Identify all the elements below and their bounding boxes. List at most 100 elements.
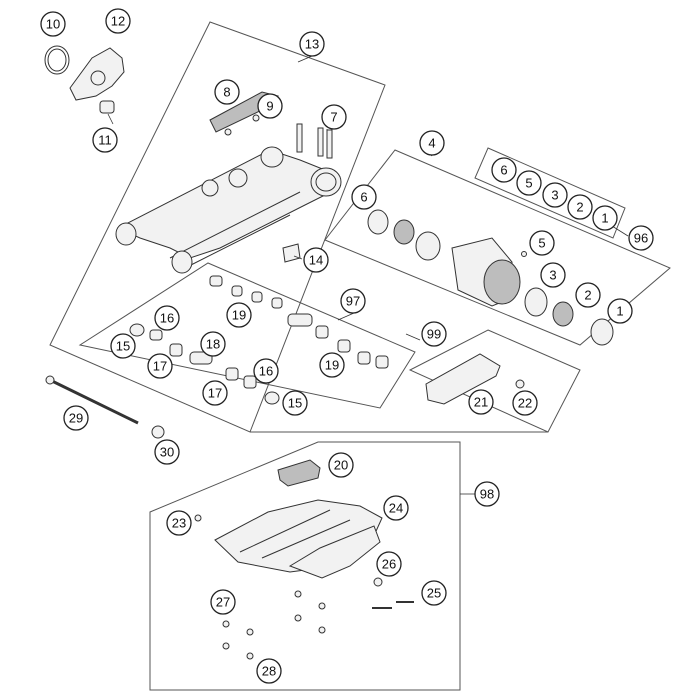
screw-27-part <box>318 602 326 610</box>
callout-19a: 19 <box>226 302 252 328</box>
bearing-kit-sleeve <box>375 355 389 369</box>
group-98-outline <box>149 441 461 691</box>
callout-96-2: 2 <box>567 194 593 220</box>
callout-17a-label: 17 <box>153 359 167 374</box>
callout-96-6-label: 6 <box>500 163 507 178</box>
callout-1: 1 <box>607 298 633 324</box>
group-97-outline <box>78 262 416 409</box>
group-4-outline <box>324 149 671 346</box>
callout-15a: 15 <box>110 333 136 359</box>
callout-12: 12 <box>105 8 131 34</box>
callout-96-1-label: 1 <box>601 211 608 226</box>
callout-7: 7 <box>321 104 347 130</box>
callout-18-label: 18 <box>206 337 220 352</box>
callout-97-label: 97 <box>346 294 360 309</box>
callout-99-label: 99 <box>427 327 441 342</box>
callout-3: 3 <box>540 262 566 288</box>
bearing-kit-sleeve <box>169 343 183 357</box>
callout-2: 2 <box>575 282 601 308</box>
callout-24-label: 24 <box>389 501 403 516</box>
swingarm-shock-mount <box>260 146 284 168</box>
bearing-kit-sleeve <box>149 329 163 341</box>
rubber-block-part <box>277 459 321 487</box>
callout-15a-label: 15 <box>116 339 130 354</box>
screw-28-part <box>246 628 254 636</box>
callout-5: 5 <box>529 230 555 256</box>
swingarm-axle-head <box>45 375 55 385</box>
callout-5-label: 5 <box>538 236 545 251</box>
bearing-kit-sleeve <box>231 285 243 297</box>
callout-3-label: 3 <box>549 268 556 283</box>
bearing-kit-sleeve <box>315 325 329 339</box>
swingarm-part <box>116 149 336 259</box>
chain-guide-nut-part <box>515 379 525 389</box>
swingarm-axle-part <box>49 378 139 425</box>
callout-27: 27 <box>210 589 236 615</box>
callout-23-label: 23 <box>172 516 186 531</box>
eccentric-2-part <box>552 301 574 327</box>
eccentric-6-part <box>367 209 389 235</box>
callout-9: 9 <box>257 93 283 119</box>
callout-96-1: 1 <box>592 205 618 231</box>
callout-16a: 16 <box>154 305 180 331</box>
callout-10: 10 <box>40 11 66 37</box>
callout-28: 28 <box>256 658 282 684</box>
screw-9b-part <box>224 128 232 136</box>
bearing-kit-sleeve <box>225 367 239 381</box>
bolt-7c-part <box>317 127 324 157</box>
callout-21: 21 <box>468 389 494 415</box>
eccentric-ring-part <box>415 231 441 261</box>
callout-16b-label: 16 <box>259 364 273 379</box>
callout-96-6: 6 <box>491 157 517 183</box>
callout-11: 11 <box>92 127 118 153</box>
callout-96-5-label: 5 <box>525 176 532 191</box>
callout-19b: 19 <box>319 352 345 378</box>
callout-22: 22 <box>512 390 538 416</box>
callout-18: 18 <box>200 331 226 357</box>
callout-23: 23 <box>166 510 192 536</box>
callout-24: 24 <box>383 495 409 521</box>
swingarm-eccentric-inner <box>315 172 337 192</box>
bearing-kit-sleeve <box>209 275 223 287</box>
callout-98-label: 98 <box>480 487 494 502</box>
eccentric-1-part <box>590 318 614 346</box>
group-96-outline <box>474 147 626 239</box>
callout-98: 98 <box>474 481 500 507</box>
bearing-kit-seal <box>129 323 145 337</box>
swingarm-eccentric-housing <box>310 167 342 197</box>
callout-6: 6 <box>351 184 377 210</box>
callout-96-3-label: 3 <box>551 188 558 203</box>
callout-12-label: 12 <box>111 14 125 29</box>
seal-ring-part <box>44 45 70 75</box>
bearing-kit-sleeve <box>243 375 257 389</box>
washer-26-part <box>373 577 383 587</box>
plate-hole <box>90 70 106 86</box>
seal-ring-inner <box>47 48 67 72</box>
callout-4-label: 4 <box>428 136 435 151</box>
callout-16b: 16 <box>253 358 279 384</box>
bearing-kit-tube <box>287 313 313 327</box>
washer-23-part <box>194 514 202 522</box>
swingarm-lower-arm <box>169 191 301 269</box>
bearing-kit-seal <box>264 391 280 405</box>
bearing-kit-sleeve <box>271 297 283 309</box>
swingarm-cross-tube <box>228 168 248 188</box>
eccentric-bearing-part <box>483 259 521 305</box>
callout-96-5: 5 <box>516 170 542 196</box>
screw-9-part <box>252 114 260 122</box>
callout-14-label: 14 <box>309 253 323 268</box>
screw-27-part <box>318 626 326 634</box>
callout-96-2-label: 2 <box>576 200 583 215</box>
eccentric-bearing-assembly <box>367 209 614 346</box>
callout-25-label: 25 <box>427 586 441 601</box>
callout-17b-label: 17 <box>208 386 222 401</box>
callout-4: 4 <box>419 130 445 156</box>
callout-26-label: 26 <box>382 557 396 572</box>
swingarm-cross-tube-2 <box>201 179 219 197</box>
bolt-7b-part <box>326 129 333 159</box>
bearing-kit-parts <box>129 275 389 405</box>
callout-20-label: 20 <box>334 458 348 473</box>
callout-21-label: 21 <box>474 395 488 410</box>
callout-6-label: 6 <box>360 190 367 205</box>
callout-29-label: 29 <box>69 411 83 426</box>
